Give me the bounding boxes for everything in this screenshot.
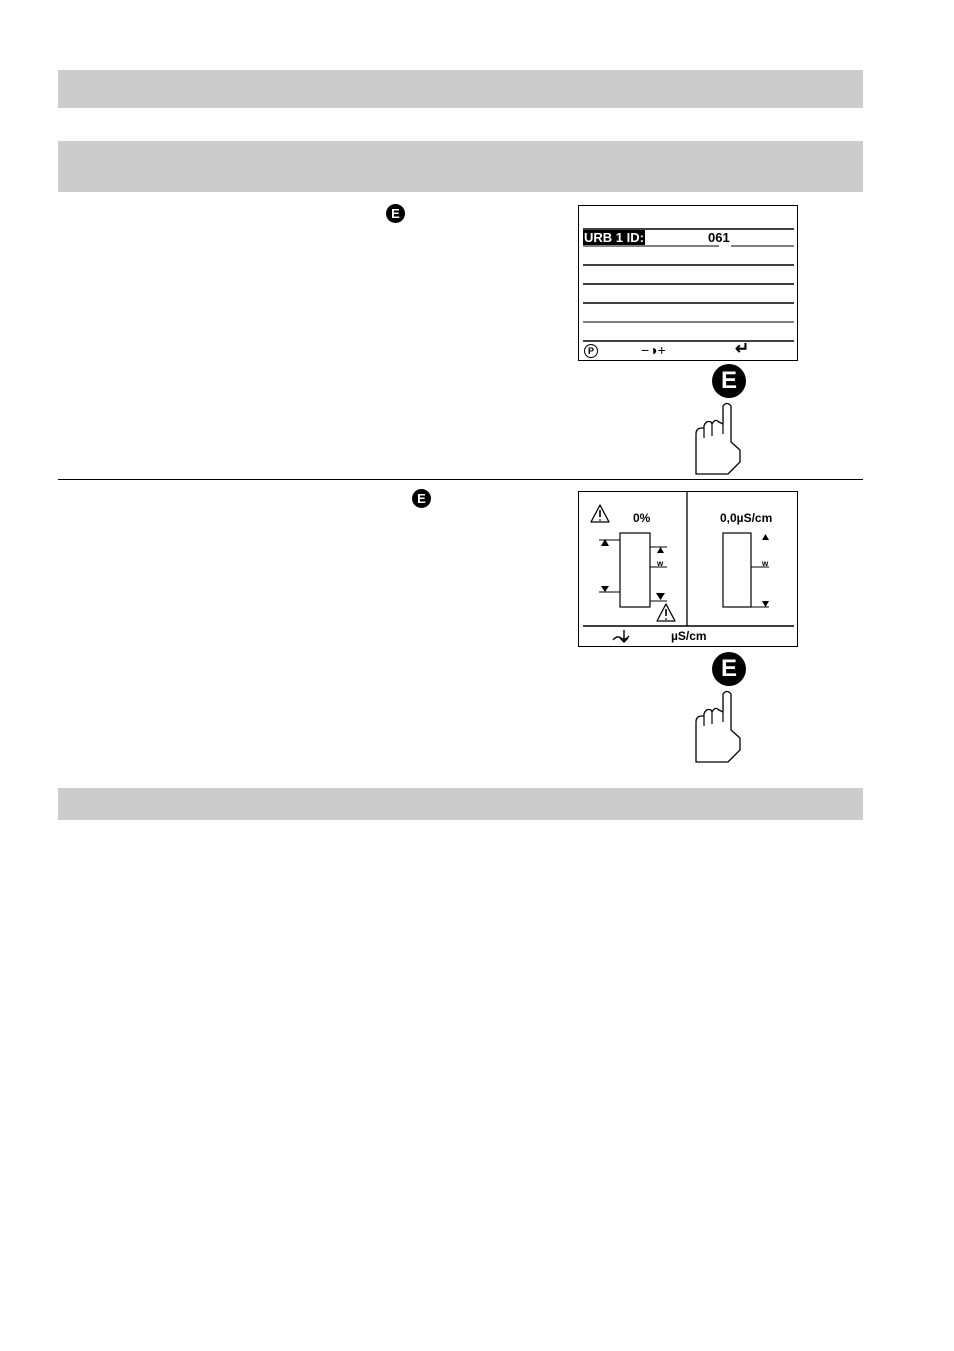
step-divider [58,479,863,480]
p-softkey: P [584,344,598,358]
hand-press-icon [695,690,741,763]
flow-icon [612,630,630,643]
display-screen-id: URB 1 ID: 061 P −◑+ ↵ [578,205,798,361]
w-label-right: w [762,559,769,568]
display-lines [583,228,794,342]
e-key-big-icon: E [712,364,746,398]
hand-press-icon [695,402,741,475]
warning-icon [656,603,676,622]
display-screen-bargraph: 0% 0,0µS/cm w w µS/cm [578,491,798,647]
warning-icon [590,504,610,523]
left-percent: 0% [633,511,651,525]
bargraph-drawing [583,492,794,643]
id-value: 061 [708,230,730,245]
section-bar-bottom [58,788,863,820]
e-key-icon: E [386,204,405,223]
section-bar-second [58,141,863,192]
w-label-left: w [657,559,664,568]
e-key-icon-2: E [412,489,431,508]
enter-icon: ↵ [735,339,750,358]
unit-label: µS/cm [671,629,707,643]
section-bar-top [58,70,863,108]
e-key-big-icon-2: E [712,652,746,686]
id-label: URB 1 ID: [583,230,645,245]
contrast-icon: −◑+ [641,342,666,358]
right-value: 0,0µS/cm [720,511,773,525]
